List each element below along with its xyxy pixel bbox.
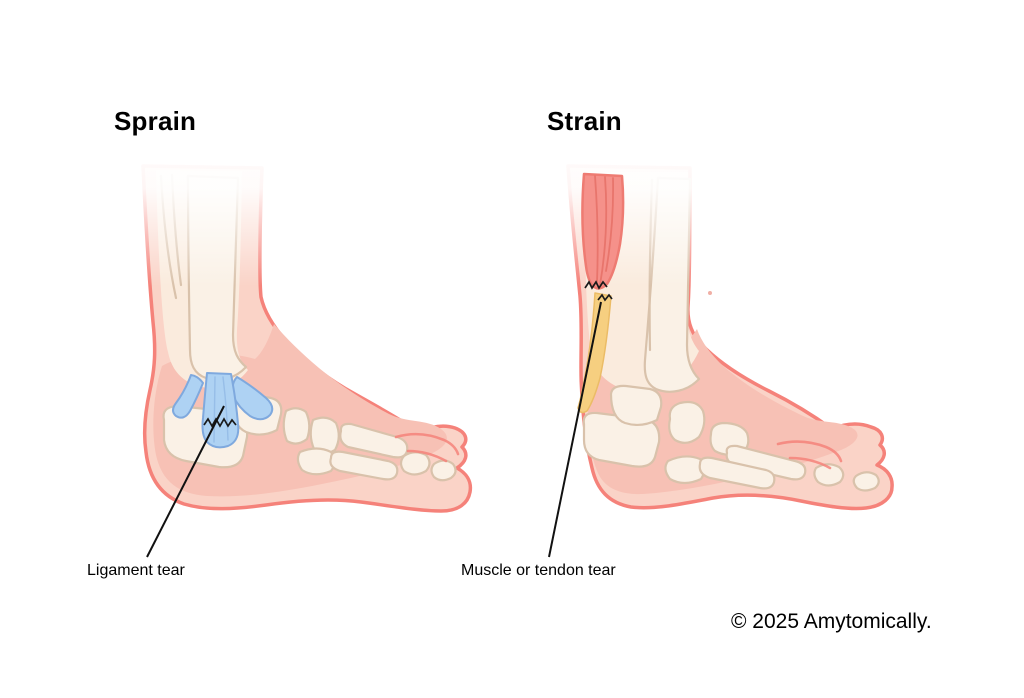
achilles-tendon: [577, 292, 612, 414]
metatarsal-bone: [329, 450, 399, 481]
sprain-title: Sprain: [114, 106, 197, 136]
cuboid-bone: [296, 447, 336, 476]
copyright-text: © 2025 Amytomically.: [731, 610, 932, 633]
strain-foot-illustration: [543, 136, 894, 558]
navicular-bone: [282, 407, 311, 445]
ligament-tear-label: Ligament tear: [87, 562, 185, 579]
talus-bone: [609, 384, 663, 427]
cuneiform-bone: [309, 416, 340, 455]
metatarsal-bone: [698, 456, 776, 490]
toe-crease-line: [406, 449, 448, 463]
top-fade: [117, 136, 307, 286]
muscle-striation: [599, 176, 608, 286]
phalanx-bone: [430, 459, 457, 482]
top-fade: [543, 136, 728, 286]
muscle-tendon-tear-label: Muscle or tendon tear: [461, 562, 616, 579]
tendon-tear-mark: [597, 293, 613, 302]
phalanx-bone: [813, 463, 845, 487]
ligament-fiber-line: [222, 376, 229, 441]
ligament-fiber-line: [213, 376, 216, 443]
strain-pointer-line: [548, 301, 602, 558]
calcaneus-bone: [582, 411, 661, 468]
phalanx-bone: [852, 471, 880, 492]
toe-crease-line: [394, 432, 460, 456]
sprain-foot-illustration: [117, 136, 473, 558]
foot-bones: [582, 384, 880, 492]
strain-title: Strain: [547, 106, 622, 136]
sprain-pointer-line: [146, 405, 225, 558]
navicular-bone: [668, 400, 706, 444]
ligament-tear-mark: [203, 417, 237, 428]
skin-speckle: [708, 291, 712, 295]
muscle-striation: [594, 175, 599, 283]
muscle-striation: [605, 177, 615, 272]
cuboid-bone: [664, 455, 706, 485]
toe-crease-line: [788, 456, 832, 470]
phalanx-bone: [399, 451, 431, 476]
muscle-tear-mark: [584, 280, 608, 290]
ligament-band-anterior: [172, 374, 204, 419]
toe-crease-line: [776, 440, 843, 463]
